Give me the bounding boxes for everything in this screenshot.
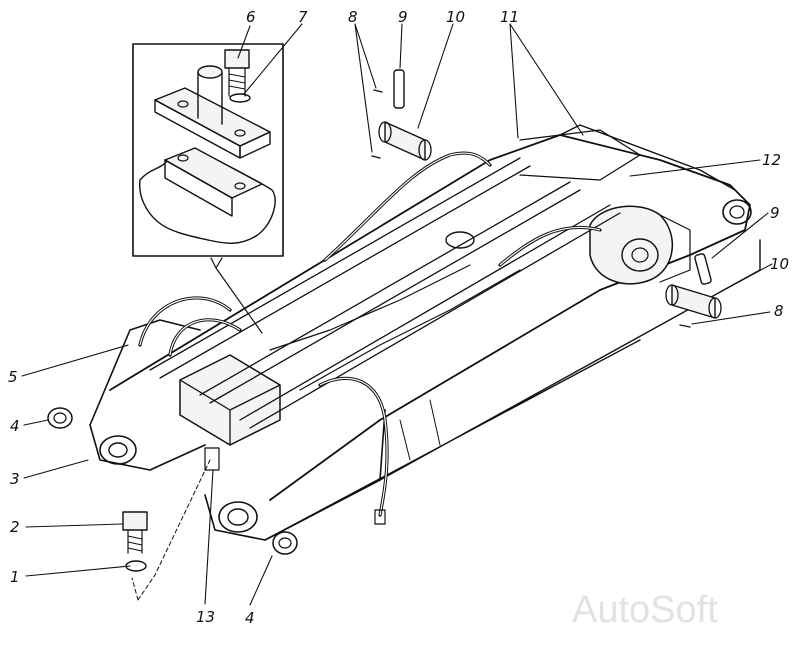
watermark-text: AutoSoft xyxy=(572,589,718,631)
inset-pointer xyxy=(210,257,263,334)
callout-7: 7 xyxy=(298,8,308,26)
boom-body xyxy=(89,124,761,541)
callout-11: 11 xyxy=(500,8,519,26)
leader-lines xyxy=(21,23,773,606)
callout-8-right: 8 xyxy=(774,302,784,320)
callout-labels: 1 2 3 4 4 5 6 7 8 8 9 9 10 10 11 12 13 xyxy=(8,8,789,627)
loose-parts xyxy=(47,69,722,572)
callout-9-top: 9 xyxy=(398,8,408,26)
callout-5: 5 xyxy=(8,368,18,386)
callout-6: 6 xyxy=(246,8,256,26)
callout-9-right: 9 xyxy=(770,204,780,222)
callout-2: 2 xyxy=(10,518,20,536)
callout-1: 1 xyxy=(10,568,20,586)
detail-inset xyxy=(132,43,284,257)
callout-13: 13 xyxy=(196,608,215,626)
hydraulic-lines xyxy=(138,151,621,525)
callout-10-top: 10 xyxy=(446,8,465,26)
callout-4-bottom: 4 xyxy=(245,609,255,627)
callout-8-top: 8 xyxy=(348,8,358,26)
callout-3: 3 xyxy=(10,470,20,488)
callout-10-right: 10 xyxy=(770,255,789,273)
callout-4-left: 4 xyxy=(10,417,20,435)
callout-12: 12 xyxy=(762,151,781,169)
